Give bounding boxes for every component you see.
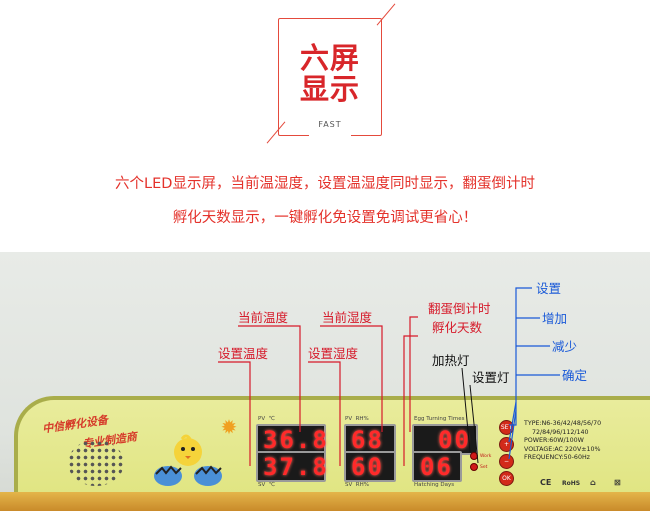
days-display: 06 — [412, 451, 462, 482]
annotation-current-humidity: 当前湿度 — [322, 310, 373, 325]
annotation-hatch-days: 孵化天数 — [432, 320, 483, 335]
annotation-btn-ok: 确定 — [562, 368, 588, 383]
temp-pv-value: 36.8 — [263, 426, 329, 454]
turn-value: 00 — [438, 426, 471, 454]
hum-sv-label: SV RH% — [345, 482, 369, 488]
decrease-button[interactable]: − — [499, 454, 514, 469]
badge-title: 六屏 显示 — [279, 43, 381, 105]
spec-frequency: FREQUENCY:50-60Hz — [524, 454, 590, 462]
days-label: Hatching Days — [414, 482, 455, 488]
hum-sv-display: 60 — [344, 451, 396, 482]
description-line1: 六个LED显示屏，当前温湿度，设置温湿度同时显示，翻蛋倒计时 — [115, 176, 535, 192]
days-value: 06 — [420, 453, 453, 481]
set-button[interactable]: SET — [499, 420, 514, 435]
ok-button[interactable]: OK — [499, 471, 514, 486]
set-label: Set — [480, 465, 488, 470]
temp-sv-display: 37.8 — [256, 451, 329, 482]
badge-title-line1: 六屏 — [299, 41, 360, 75]
feature-badge: 六屏 显示 FAST — [278, 18, 382, 137]
temp-pv-label: PV ℃ — [258, 416, 275, 422]
hum-sv-value: 60 — [351, 453, 384, 481]
heat-indicator-light — [470, 452, 478, 460]
decor-slash — [376, 3, 396, 26]
spec-power: POWER:60W/100W — [524, 437, 584, 445]
badge-title-line2: 显示 — [299, 72, 360, 106]
spec-voltage: VOLTAGE:AC 220V±10% — [524, 445, 601, 453]
turn-label: Egg Turning Times — [414, 416, 465, 422]
spec-list: TYPE:N6-36/42/48/56/70 72/84/96/112/140 … — [524, 420, 601, 463]
annotation-btn-set: 设置 — [536, 281, 562, 296]
panel-base — [0, 492, 650, 511]
annotation-set-temp: 设置温度 — [218, 346, 269, 361]
temp-sv-value: 37.8 — [263, 453, 329, 481]
speaker-grille — [68, 440, 124, 486]
set-indicator-light — [470, 463, 478, 471]
annotation-set-light: 设置灯 — [472, 370, 510, 385]
badge-subtitle: FAST — [318, 120, 342, 129]
rohs-mark: RoHS — [562, 480, 581, 487]
increase-button[interactable]: + — [499, 437, 514, 452]
annotation-turn-countdown: 翻蛋倒计时 — [428, 301, 491, 316]
description-line2: 孵化天数显示，一键孵化免设置免调试更省心！ — [172, 210, 478, 226]
bin-icon: ⊠ — [614, 478, 621, 487]
annotation-current-temp: 当前温度 — [238, 310, 289, 325]
ce-mark: CE — [540, 478, 552, 487]
hum-pv-value: 68 — [351, 426, 384, 454]
chick-icon — [154, 434, 222, 486]
annotation-heat-light: 加热灯 — [432, 353, 470, 368]
temp-sv-label: SV ℃ — [258, 482, 275, 488]
work-label: Work — [480, 454, 492, 459]
annotation-btn-down: 减少 — [552, 339, 578, 354]
hum-pv-label: PV RH% — [345, 416, 369, 422]
recycle-icon: ⌂ — [590, 478, 596, 487]
spec-type: TYPE:N6-36/42/48/56/70 — [524, 420, 602, 427]
annotation-btn-up: 增加 — [542, 311, 568, 326]
annotation-set-humidity: 设置湿度 — [308, 346, 359, 361]
spec-type-cont: 72/84/96/112/140 — [532, 428, 589, 436]
